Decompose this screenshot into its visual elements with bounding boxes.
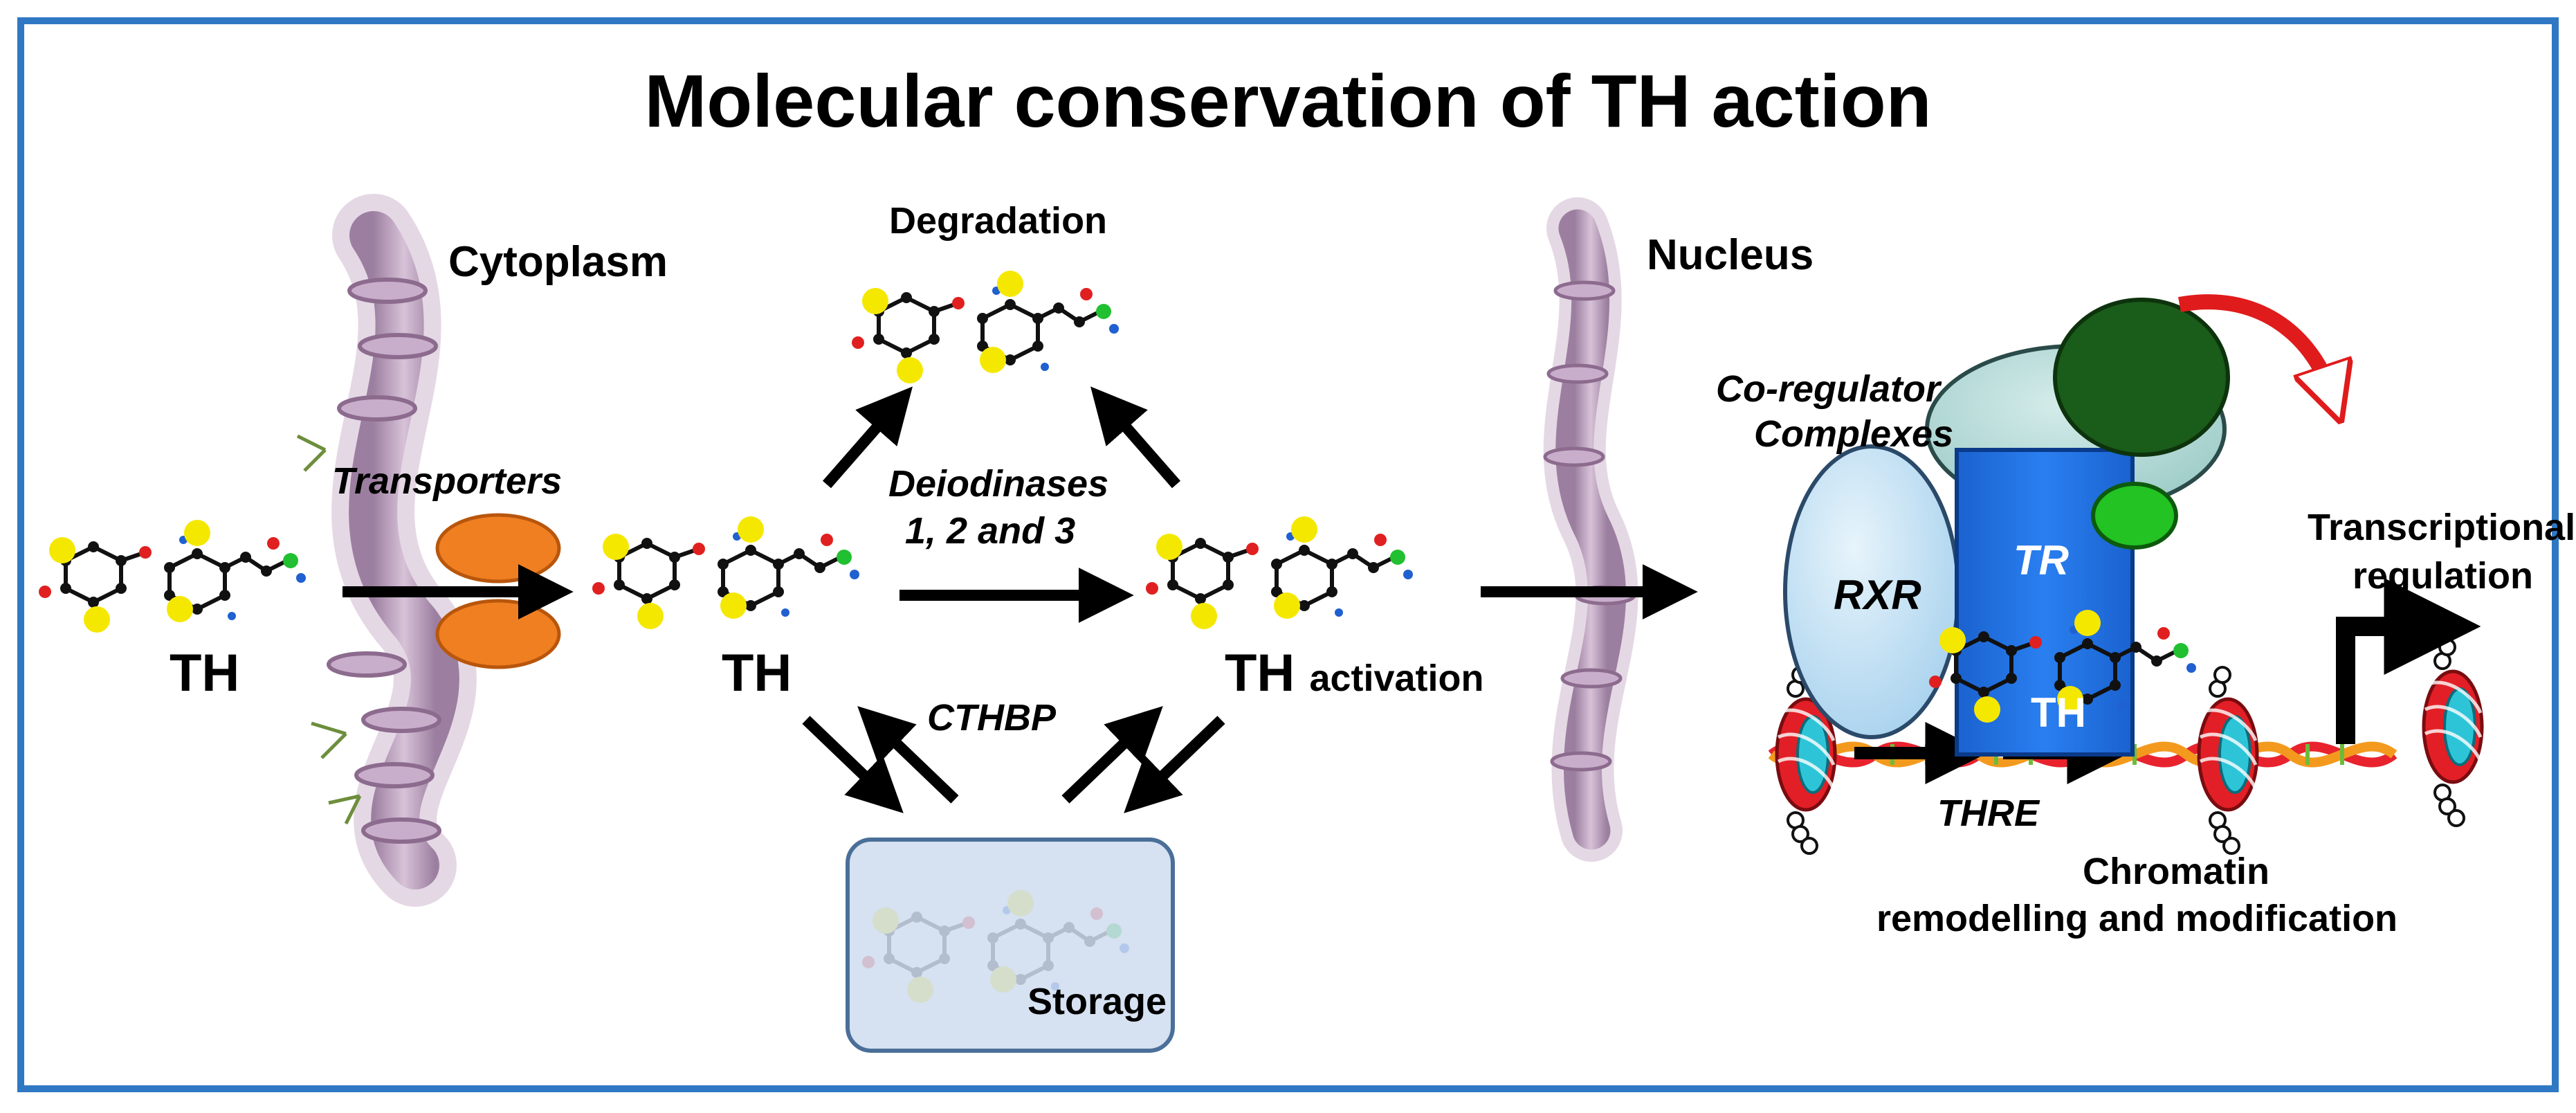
- label-transcriptional-2: regulation: [2353, 555, 2534, 597]
- label-deiodinases-2: 1, 2 and 3: [905, 510, 1076, 552]
- storage-box: [846, 838, 1175, 1053]
- label-th-activation-sub: activation: [1309, 658, 1484, 699]
- label-cthbp: CTHBP: [927, 697, 1056, 739]
- label-thre: THRE: [1937, 793, 2039, 834]
- label-rxr: RXR: [1834, 572, 1921, 618]
- arrow-th-to-storage: [802, 716, 904, 813]
- nucleosome-left: [1775, 666, 1837, 855]
- label-th-bound: TH: [2031, 689, 2086, 736]
- th-molecule-outside: [39, 520, 306, 633]
- label-th-cytoplasm: TH: [722, 644, 792, 703]
- label-storage: Storage: [1027, 981, 1167, 1022]
- plasma-membrane: [296, 194, 477, 907]
- label-degradation: Degradation: [889, 200, 1108, 242]
- coregulator-dark: [2053, 298, 2230, 457]
- section-cytoplasm: Cytoplasm: [448, 238, 668, 286]
- label-th-activation: TH activation: [1225, 647, 1484, 700]
- label-coregulator-2: Complexes: [1754, 413, 1954, 455]
- transporter-top: [435, 513, 561, 583]
- arrow-storage-to-active: [1061, 706, 1163, 804]
- label-th-activation-main: TH: [1225, 644, 1295, 703]
- transcription-start-arrow: [2336, 578, 2481, 744]
- label-transporters: Transporters: [332, 460, 563, 502]
- arrow-storage-to-th: [857, 706, 959, 804]
- label-th-outside: TH: [170, 644, 240, 703]
- coregulator-light: [2091, 482, 2178, 550]
- arrow-to-degradation-right: [1090, 386, 1181, 489]
- label-transcriptional-1: Transcriptional: [2308, 507, 2576, 548]
- arrow-to-degradation-left: [822, 386, 913, 489]
- label-tr: TR: [2013, 537, 2069, 583]
- arrow-active-to-storage: [1124, 716, 1225, 813]
- transporter-bottom: [435, 599, 561, 669]
- label-deiodinases-1: Deiodinases: [888, 463, 1109, 505]
- label-coregulator-1: Co-regulator: [1716, 368, 1940, 410]
- label-chromatin-2: remodelling and modification: [1876, 898, 2398, 939]
- section-nucleus: Nucleus: [1647, 231, 1814, 279]
- diagram-title: Molecular conservation of TH action: [644, 59, 1932, 143]
- curved-red-arrow: [2178, 294, 2332, 395]
- label-chromatin-1: Chromatin: [2083, 851, 2269, 892]
